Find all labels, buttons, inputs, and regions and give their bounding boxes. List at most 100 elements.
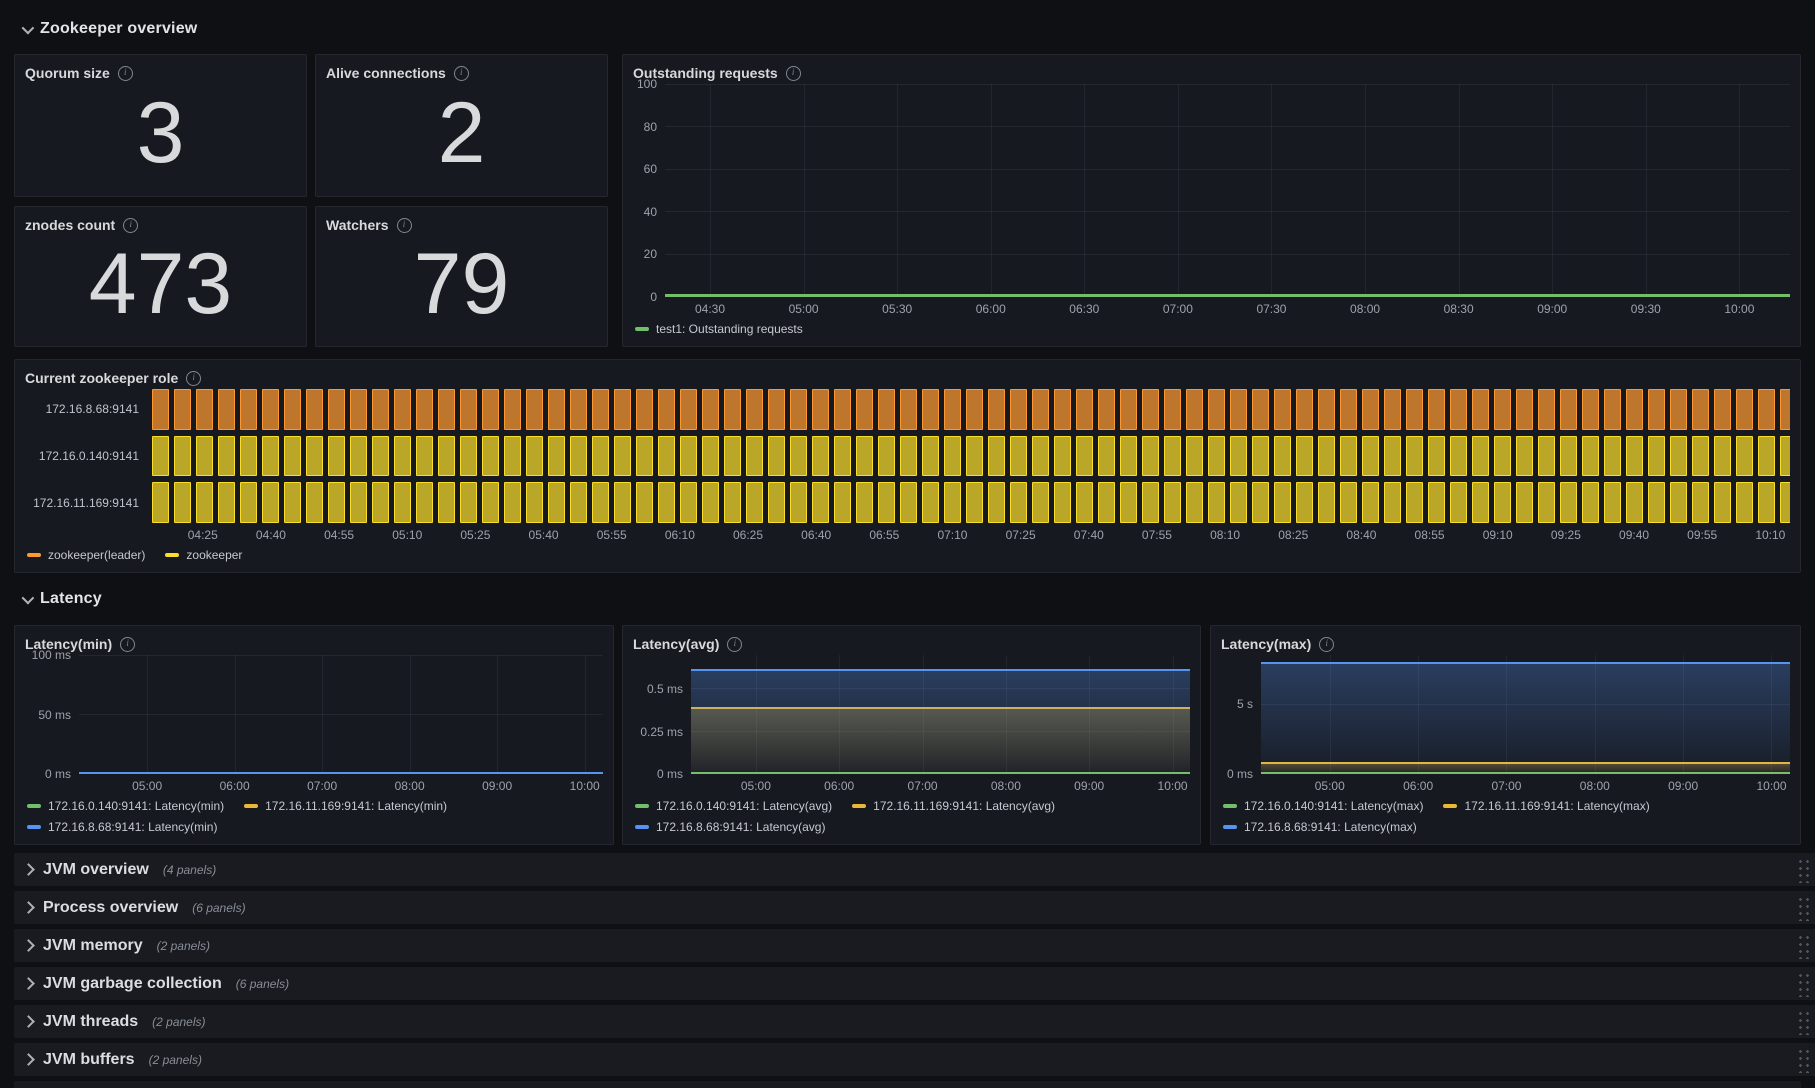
state-bar <box>614 435 631 477</box>
collapsed-row-jvm-overview[interactable]: JVM overview (4 panels) <box>14 853 1815 886</box>
state-bar <box>1736 435 1753 477</box>
legend-item[interactable]: 172.16.11.169:9141: Latency(max) <box>1443 796 1650 815</box>
panel-title[interactable]: Latency(max) <box>1221 636 1312 652</box>
panel-title[interactable]: Quorum size <box>25 65 110 81</box>
state-bar <box>680 389 697 430</box>
legend-item[interactable]: 172.16.8.68:9141: Latency(avg) <box>635 817 825 836</box>
panel-title[interactable]: Latency(avg) <box>633 636 720 652</box>
info-icon[interactable] <box>123 217 139 233</box>
legend-item[interactable]: test1: Outstanding requests <box>635 319 803 338</box>
state-bar <box>856 389 873 430</box>
gridline-vertical <box>1683 655 1685 774</box>
drag-handle-icon[interactable] <box>1796 1008 1811 1035</box>
series-fill <box>1261 762 1790 774</box>
panel-title[interactable]: Watchers <box>326 217 389 233</box>
collapsed-row-jvm-threads[interactable]: JVM threads (2 panels) <box>14 1005 1815 1038</box>
x-tick-label: 08:00 <box>990 779 1021 793</box>
collapsed-row-partial[interactable] <box>14 1081 1801 1088</box>
x-tick-label: 07:25 <box>1005 528 1036 542</box>
panel-title[interactable]: Alive connections <box>326 65 446 81</box>
state-bar <box>548 482 565 524</box>
info-icon[interactable] <box>453 65 469 81</box>
info-icon[interactable] <box>117 65 133 81</box>
state-bar <box>1252 435 1269 477</box>
collapsed-row-jvm-buffers[interactable]: JVM buffers (2 panels) <box>14 1043 1815 1076</box>
state-bar <box>196 435 213 477</box>
gridline-vertical <box>584 655 586 774</box>
panel-quorum-size: Quorum size 3 <box>14 54 307 197</box>
row-title: JVM buffers <box>43 1050 135 1068</box>
collapsed-row-process-overview[interactable]: Process overview (6 panels) <box>14 891 1815 924</box>
state-bar <box>1384 389 1401 430</box>
state-bar <box>1054 389 1071 430</box>
row-panel-count: (6 panels) <box>235 976 290 991</box>
y-tick-label: 0 ms <box>44 767 71 781</box>
state-bar <box>1142 389 1159 430</box>
drag-handle-icon[interactable] <box>1796 856 1811 883</box>
state-bar <box>1318 389 1335 430</box>
drag-handle-icon[interactable] <box>1796 970 1811 997</box>
gridline-horizontal <box>665 211 1790 213</box>
state-bar <box>174 482 191 524</box>
state-bar <box>1538 435 1555 477</box>
legend-item[interactable]: 172.16.0.140:9141: Latency(min) <box>27 796 224 815</box>
gridline-vertical <box>1329 655 1331 774</box>
state-bar <box>1736 482 1753 524</box>
panel-title[interactable]: Current zookeeper role <box>25 370 179 386</box>
section-header-zookeeper-overview[interactable]: Zookeeper overview <box>21 20 197 38</box>
state-bar <box>1362 482 1379 524</box>
state-bar <box>152 435 169 477</box>
x-tick-label: 10:10 <box>1755 528 1786 542</box>
legend-item[interactable]: 172.16.11.169:9141: Latency(min) <box>244 796 447 815</box>
state-bar <box>812 482 829 524</box>
gridline-horizontal <box>691 731 1190 732</box>
gridline-vertical <box>234 655 236 774</box>
x-tick-label: 08:00 <box>394 779 425 793</box>
series-fill <box>691 707 1190 774</box>
x-tick-label: 07:00 <box>307 779 338 793</box>
state-bar <box>1604 389 1621 430</box>
collapsed-row-jvm-memory[interactable]: JVM memory (2 panels) <box>14 929 1815 962</box>
legend-item[interactable]: zookeeper <box>165 545 242 564</box>
stat-body: 3 <box>25 84 296 188</box>
state-bar <box>1560 482 1577 524</box>
state-bar <box>1472 389 1489 430</box>
collapsed-row-jvm-garbage-collection[interactable]: JVM garbage collection (6 panels) <box>14 967 1815 1000</box>
legend-item[interactable]: zookeeper(leader) <box>27 545 145 564</box>
legend-item[interactable]: 172.16.8.68:9141: Latency(min) <box>27 817 217 836</box>
drag-handle-icon[interactable] <box>1796 894 1811 921</box>
info-icon[interactable] <box>396 217 412 233</box>
row-panel-count: (2 panels) <box>152 1014 206 1029</box>
info-icon[interactable] <box>120 636 136 652</box>
state-bar <box>1010 435 1027 477</box>
x-tick-label: 07:40 <box>1073 528 1104 542</box>
state-bar <box>1208 482 1225 524</box>
state-bar <box>1472 482 1489 524</box>
legend-item[interactable]: 172.16.0.140:9141: Latency(avg) <box>635 796 832 815</box>
drag-handle-icon[interactable] <box>1796 932 1811 959</box>
legend-item[interactable]: 172.16.11.169:9141: Latency(avg) <box>852 796 1055 815</box>
section-header-latency[interactable]: Latency <box>21 590 102 608</box>
stat-value: 2 <box>437 85 486 181</box>
legend-item[interactable]: 172.16.0.140:9141: Latency(max) <box>1223 796 1423 815</box>
x-tick-label: 09:00 <box>482 779 513 793</box>
state-bar <box>350 482 367 524</box>
panel-title[interactable]: Outstanding requests <box>633 65 778 81</box>
state-bar <box>1736 389 1753 430</box>
state-bar <box>724 482 741 524</box>
info-icon[interactable] <box>727 636 743 652</box>
info-icon[interactable] <box>785 65 801 81</box>
info-icon[interactable] <box>186 370 202 386</box>
panel-title[interactable]: Latency(min) <box>25 636 113 652</box>
state-bar <box>1142 482 1159 524</box>
info-icon[interactable] <box>1319 636 1335 652</box>
state-bar <box>1406 389 1423 430</box>
x-tick-label: 05:30 <box>882 302 913 316</box>
state-bar <box>350 435 367 477</box>
legend-item[interactable]: 172.16.8.68:9141: Latency(max) <box>1223 817 1417 836</box>
panel-title[interactable]: znodes count <box>25 217 116 233</box>
state-bar <box>614 389 631 430</box>
drag-handle-icon[interactable] <box>1796 1046 1811 1073</box>
